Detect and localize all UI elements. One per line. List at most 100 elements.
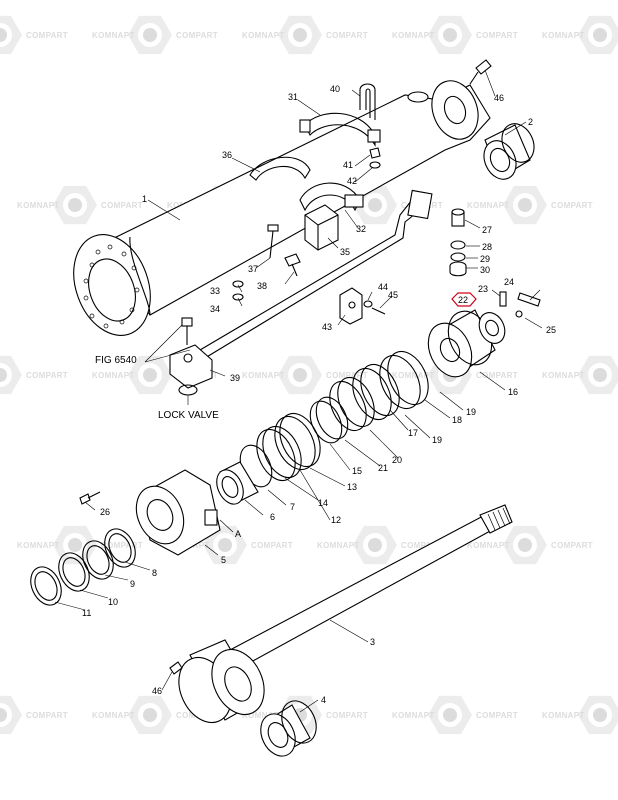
svg-text:KOMNAPT: KOMNAPT [467, 541, 510, 550]
watermark-logo: KOMNAPT COMPART [92, 15, 218, 55]
o-ring-28 [450, 240, 466, 250]
callout-45: 45 [388, 290, 398, 300]
svg-text:KOMNAPT: KOMNAPT [467, 201, 510, 210]
watermark-layer: KOMNAPT COMPART KOMNAPT COMPART KOMNAPT COMPA… [0, 15, 618, 735]
callout-19-lower: 19 [432, 435, 442, 445]
callout-35: 35 [340, 247, 350, 257]
callout-46-bottom: 46 [152, 686, 162, 696]
svg-text:KOMNAPT: KOMNAPT [242, 31, 285, 40]
svg-text:COMPART: COMPART [101, 201, 143, 210]
svg-text:COMPART: COMPART [26, 711, 68, 720]
grease-fitting-top [469, 59, 492, 85]
svg-text:KOMNAPT: KOMNAPT [392, 31, 435, 40]
bushing-2 [483, 123, 535, 180]
piston-rod-3 [229, 504, 513, 669]
svg-text:COMPART: COMPART [176, 31, 218, 40]
svg-text:COMPART: COMPART [476, 31, 518, 40]
callout-37: 37 [248, 264, 258, 274]
callout-21: 21 [378, 463, 388, 473]
watermark-logo: KOMNAPT COMPART [467, 185, 593, 225]
callout-labels: 1 2 3 4 5 6 7 8 9 10 11 12 13 14 15 16 1… [82, 84, 556, 705]
rod-eye [178, 639, 265, 723]
callout-27: 27 [482, 225, 492, 235]
callout-7: 7 [290, 502, 295, 512]
set-screw-23 [499, 291, 507, 307]
cap-30 [449, 261, 467, 277]
callout-41: 41 [343, 160, 353, 170]
nut-41 [369, 147, 381, 169]
callout-40: 40 [330, 84, 340, 94]
callout-44: 44 [378, 282, 388, 292]
svg-text:COMPART: COMPART [326, 711, 368, 720]
bolt-37 [267, 224, 279, 259]
callout-42: 42 [347, 176, 357, 186]
svg-text:KOMNAPT: KOMNAPT [92, 711, 135, 720]
callout-43: 43 [322, 322, 332, 332]
callout-22: 22 [458, 295, 468, 305]
svg-text:COMPART: COMPART [551, 541, 593, 550]
seal-rings-group [309, 350, 429, 444]
callout-15: 15 [352, 466, 362, 476]
svg-text:KOMNAPT: KOMNAPT [542, 371, 585, 380]
callout-33: 33 [210, 286, 220, 296]
callout-13: 13 [347, 482, 357, 492]
bolt-45 [363, 300, 386, 315]
pipe-line [199, 189, 433, 359]
watermark-logo: KOMNAPT COMPART [467, 525, 593, 565]
watermark-logo: KOMNAPT COMPART [17, 185, 143, 225]
callout-36: 36 [222, 150, 232, 160]
callout-A: A [235, 529, 241, 539]
svg-text:KOMNAPT: KOMNAPT [17, 201, 60, 210]
block-35 [304, 204, 339, 251]
callout-39: 39 [230, 373, 240, 383]
callout-24: 24 [504, 277, 514, 287]
lock-valve-39 [169, 317, 213, 396]
callout-23: 23 [478, 284, 488, 294]
svg-text:KOMNAPT: KOMNAPT [542, 711, 585, 720]
clamp-43 [339, 287, 363, 325]
svg-text:KOMNAPT: KOMNAPT [317, 541, 360, 550]
svg-text:KOMNAPT: KOMNAPT [242, 371, 285, 380]
callout-5: 5 [221, 555, 226, 565]
callout-26: 26 [100, 507, 110, 517]
callout-19-upper: 19 [466, 407, 476, 417]
svg-text:KOMNAPT: KOMNAPT [392, 711, 435, 720]
svg-text:KOMNAPT: KOMNAPT [92, 31, 135, 40]
callout-34: 34 [210, 304, 220, 314]
callout-38: 38 [257, 281, 267, 291]
bolt-38 [284, 253, 301, 277]
callout-30: 30 [480, 265, 490, 275]
callout-46-top: 46 [494, 93, 504, 103]
leader-lines [54, 69, 543, 713]
svg-text:COMPART: COMPART [326, 31, 368, 40]
fig-reference-label: FIG 6540 [95, 355, 137, 366]
callout-25: 25 [546, 325, 556, 335]
callout-6: 6 [270, 512, 275, 522]
head-seals-group [216, 412, 321, 505]
callout-20: 20 [392, 455, 402, 465]
callout-28: 28 [482, 242, 492, 252]
nut-22 [478, 312, 506, 344]
grease-fitting-bottom [169, 661, 183, 675]
callout-12: 12 [331, 515, 341, 525]
callout-17: 17 [408, 428, 418, 438]
callout-22-highlight-box [451, 292, 477, 307]
callout-10: 10 [108, 597, 118, 607]
svg-text:KOMNAPT: KOMNAPT [92, 371, 135, 380]
cylinder-head-5 [135, 469, 221, 556]
fitting-27 [451, 208, 465, 227]
svg-text:KOMNAPT: KOMNAPT [17, 541, 60, 550]
callout-8: 8 [152, 568, 157, 578]
callout-18: 18 [452, 415, 462, 425]
lock-valve-label: LOCK VALVE [158, 410, 219, 421]
watermark-logo: KOMNAPT COMPART [392, 15, 518, 55]
svg-text:COMPART: COMPART [551, 201, 593, 210]
